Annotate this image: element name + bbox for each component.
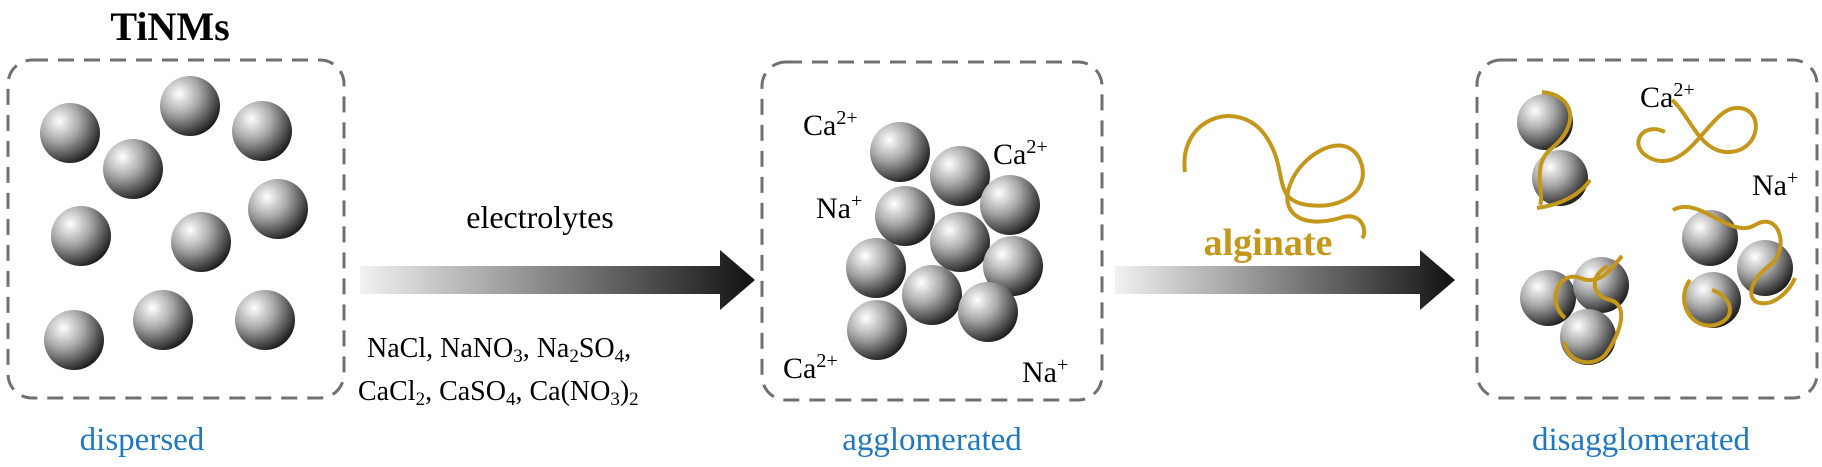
particle [44,310,104,370]
particle [930,146,990,206]
alginate-coatings [1536,90,1797,365]
dispersed-particles [40,76,308,370]
ion-ca-3: Ca2+ [1640,79,1695,114]
caption-dispersed: dispersed [80,422,205,458]
particle [983,236,1043,296]
salts-line2: CaCl2, CaSO4, Ca(NO3)2 [358,376,639,410]
alginate-label: alginate [1204,222,1333,264]
ion-na-3: Na+ [1752,167,1798,202]
caption-disagglomerated: disagglomerated [1532,422,1751,458]
particle [160,76,220,136]
ion-ca-1: Ca2+ [803,107,858,142]
salts-line1: NaCl, NaNO3, Na2SO4, [367,333,631,367]
particle [875,186,935,246]
particle [1573,257,1629,313]
dispersed-panel [6,58,346,400]
particle [40,103,100,163]
particle [847,300,907,360]
particle [846,238,906,298]
particle [51,206,111,266]
agglomerated-panel [760,60,1104,402]
particle [1532,150,1588,206]
arrow1-label: electrolytes [466,199,613,235]
particle [930,212,990,272]
ion-ca-3: Ca2+ [783,350,838,385]
particle [870,122,930,182]
particle [1517,94,1573,150]
particle [1685,272,1741,328]
caption-agglomerated: agglomerated [842,422,1022,458]
alginate-coating [1682,278,1732,328]
arrow-alginate [1115,250,1455,310]
alginate-coating [1537,90,1573,206]
particle [171,212,231,272]
agglomerate-cluster [846,122,1043,360]
particle [1560,309,1616,365]
particle [133,290,193,350]
disagglomerated-ions: Ca2+ Na+ [1640,79,1798,202]
ion-ca-2: Ca2+ [993,136,1048,171]
disagglomerated-particles [1517,94,1793,365]
ion-na-1: Na+ [816,190,862,225]
particle [235,290,295,350]
particle [902,265,962,325]
title-tinms: TiNMs [110,4,229,49]
alginate-strand-icon [1182,114,1367,240]
alginate-coating [1553,254,1624,320]
alginate-strand [1636,98,1758,164]
particle [232,101,292,161]
particle [103,139,163,199]
alginate-coating [1672,205,1797,306]
particle [1682,210,1738,266]
agglomerated-ions: Ca2+ Ca2+ Na+ Ca2+ Na+ [783,107,1068,389]
alginate-coating [1536,178,1592,210]
arrow-electrolytes [360,250,755,310]
ion-na-2: Na+ [1022,354,1068,389]
particle [980,175,1040,235]
particle [958,282,1018,342]
particle [248,179,308,239]
alginate-coating [1563,264,1624,365]
disagglomerated-panel [1475,58,1819,400]
